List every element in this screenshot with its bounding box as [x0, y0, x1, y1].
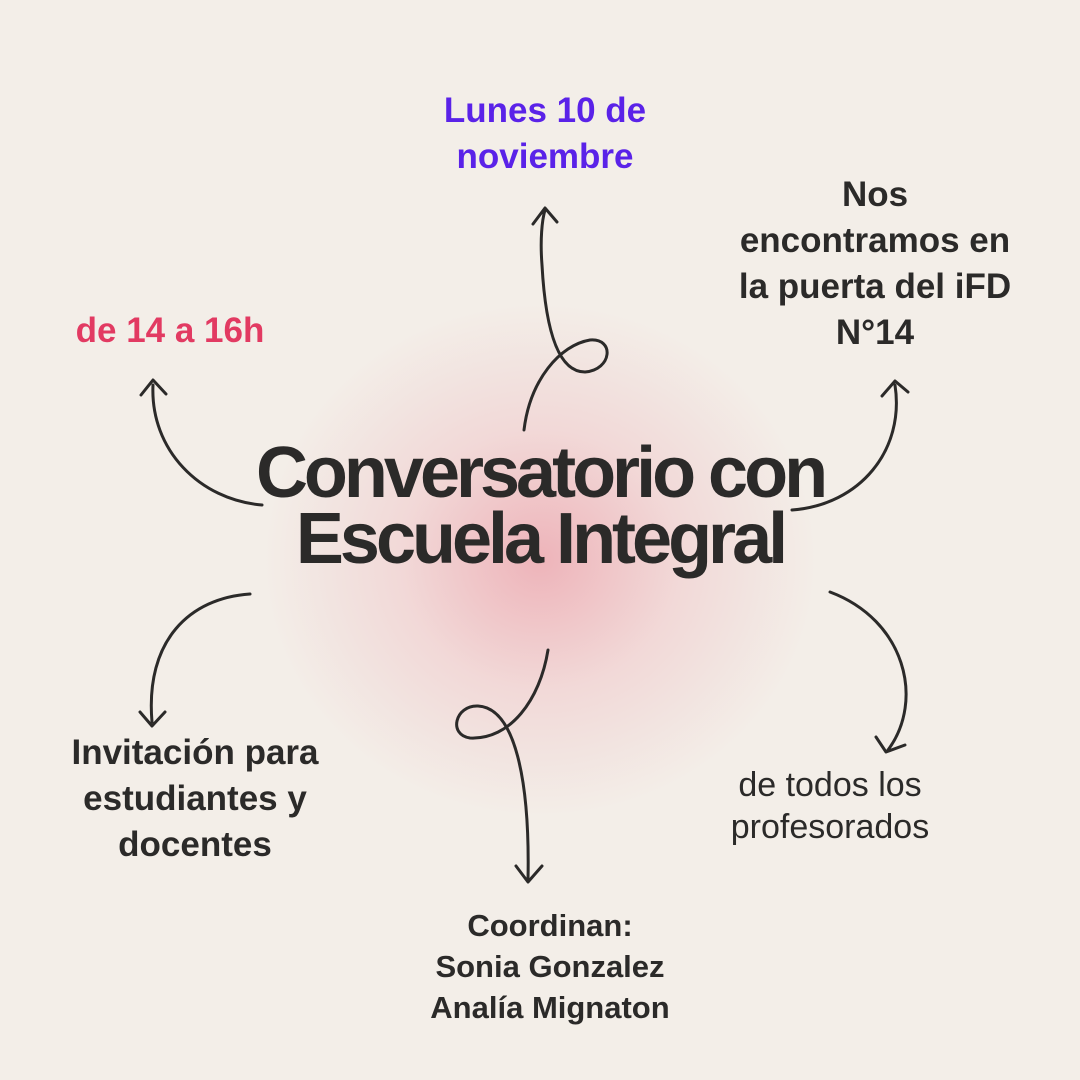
scope-label: de todos los profesorados	[730, 766, 930, 846]
coordinators-label: Coordinan:	[467, 908, 633, 943]
arrow-up	[522, 206, 609, 432]
audience-label: Invitación para estudiantes y docentes	[71, 733, 319, 864]
time-label: de 14 a 16h	[75, 311, 265, 350]
coordinators: Coordinan: Sonia Gonzalez Analía Mignato…	[390, 905, 710, 1028]
arrow-down	[455, 648, 550, 884]
arrow-top-right	[790, 379, 910, 512]
arrow-bottom-left	[138, 592, 252, 728]
arrow-bottom-right	[828, 590, 908, 754]
location-label: Nos encontramos en la puerta del iFD N°1…	[738, 175, 1012, 352]
coordinator-name: Analía Mignaton	[430, 990, 670, 1025]
center-glow	[260, 300, 820, 820]
arrow-top-left	[139, 378, 264, 507]
event-title: Conversatorio con Escuela Integral	[255, 433, 828, 579]
coordinator-name: Sonia Gonzalez	[435, 949, 665, 984]
date-label: Lunes 10 de noviembre	[443, 91, 647, 176]
